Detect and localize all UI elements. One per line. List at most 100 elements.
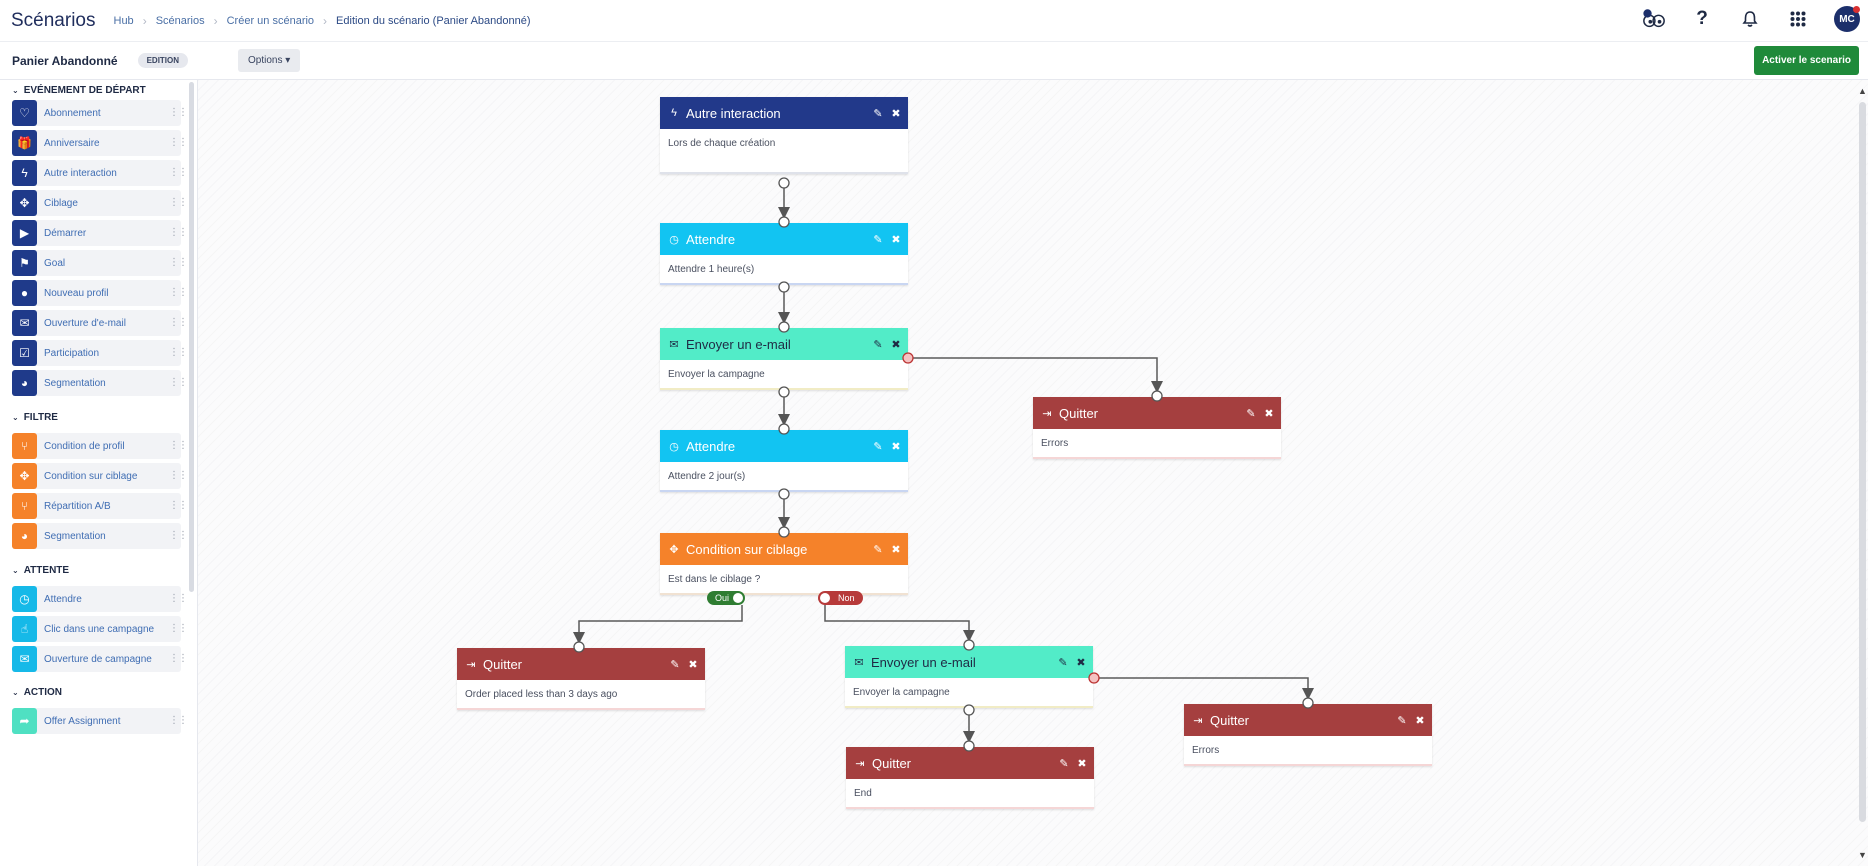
- section-header-2[interactable]: ⌄ATTENTE: [12, 560, 69, 580]
- connector-port[interactable]: [778, 386, 790, 398]
- node-header[interactable]: ◷Attendre✎✖: [660, 430, 908, 462]
- breadcrumb-hub[interactable]: Hub: [113, 14, 134, 27]
- pencil-icon[interactable]: ✎: [670, 658, 680, 671]
- close-icon[interactable]: ✖: [891, 543, 901, 556]
- bell-icon[interactable]: [1738, 7, 1762, 31]
- drag-handle-icon[interactable]: ⋮⋮: [169, 197, 188, 208]
- connector-port[interactable]: [1302, 697, 1314, 709]
- connector-port[interactable]: [778, 281, 790, 293]
- close-icon[interactable]: ✖: [891, 233, 901, 246]
- close-icon[interactable]: ✖: [1076, 656, 1086, 669]
- help-icon[interactable]: ?: [1696, 8, 1708, 29]
- sidebar-item[interactable]: ☑Participation⋮⋮: [12, 340, 188, 366]
- close-icon[interactable]: ✖: [891, 107, 901, 120]
- drag-handle-icon[interactable]: ⋮⋮: [169, 347, 188, 358]
- scroll-down-icon[interactable]: ▼: [1858, 850, 1867, 860]
- drag-handle-icon[interactable]: ⋮⋮: [169, 287, 188, 298]
- node-header[interactable]: ◷Attendre✎✖: [660, 223, 908, 255]
- connector-port[interactable]: [778, 321, 790, 333]
- sidebar-item[interactable]: ✥Ciblage⋮⋮: [12, 190, 188, 216]
- eyes-icon[interactable]: [1642, 7, 1666, 31]
- sidebar-item[interactable]: ➦Offer Assignment⋮⋮: [12, 708, 188, 734]
- sidebar-item[interactable]: ✉Ouverture de campagne⋮⋮: [12, 646, 188, 672]
- drag-handle-icon[interactable]: ⋮⋮: [169, 715, 188, 726]
- pencil-icon[interactable]: ✎: [873, 543, 883, 556]
- sidebar-item[interactable]: ⚑Goal⋮⋮: [12, 250, 188, 276]
- drag-handle-icon[interactable]: ⋮⋮: [169, 107, 188, 118]
- pencil-icon[interactable]: ✎: [1058, 656, 1068, 669]
- flow-node-exit[interactable]: ⇥Quitter✎✖Errors: [1184, 704, 1432, 766]
- flow-node-wait[interactable]: ◷Attendre✎✖Attendre 1 heure(s): [660, 223, 908, 285]
- breadcrumb-scenarios[interactable]: Scénarios: [155, 14, 205, 27]
- connector-port[interactable]: [1151, 390, 1163, 402]
- connector-port[interactable]: [963, 704, 975, 716]
- connector-port[interactable]: [573, 641, 585, 653]
- pencil-icon[interactable]: ✎: [873, 107, 883, 120]
- drag-handle-icon[interactable]: ⋮⋮: [169, 623, 188, 634]
- canvas-scrollbar[interactable]: [1859, 102, 1866, 822]
- pencil-icon[interactable]: ✎: [1397, 714, 1407, 727]
- sidebar-item[interactable]: ⑂Condition de profil⋮⋮: [12, 433, 188, 459]
- node-header[interactable]: ✥Condition sur ciblage✎✖: [660, 533, 908, 565]
- sidebar-scrollbar[interactable]: [189, 82, 194, 592]
- connector-port[interactable]: [778, 423, 790, 435]
- node-header[interactable]: ✉Envoyer un e-mail✎✖: [845, 646, 1093, 678]
- connector-port[interactable]: [778, 177, 790, 189]
- sidebar-item[interactable]: ♡Abonnement⋮⋮: [12, 100, 188, 126]
- connector-port[interactable]: [778, 216, 790, 228]
- pencil-icon[interactable]: ✎: [873, 440, 883, 453]
- connector-port[interactable]: [778, 526, 790, 538]
- sidebar-item[interactable]: ◕Segmentation⋮⋮: [12, 370, 188, 396]
- pencil-icon[interactable]: ✎: [1059, 757, 1069, 770]
- node-header[interactable]: ⇥Quitter✎✖: [846, 747, 1094, 779]
- pencil-icon[interactable]: ✎: [1246, 407, 1256, 420]
- drag-handle-icon[interactable]: ⋮⋮: [169, 317, 188, 328]
- section-header-0[interactable]: ⌄EVÉNEMENT DE DÉPART: [12, 80, 146, 100]
- section-header-1[interactable]: ⌄FILTRE: [12, 407, 58, 427]
- close-icon[interactable]: ✖: [1415, 714, 1425, 727]
- drag-handle-icon[interactable]: ⋮⋮: [169, 137, 188, 148]
- node-header[interactable]: ⇥Quitter✎✖: [457, 648, 705, 680]
- close-icon[interactable]: ✖: [891, 338, 901, 351]
- close-icon[interactable]: ✖: [688, 658, 698, 671]
- flow-node-wait[interactable]: ◷Attendre✎✖Attendre 2 jour(s): [660, 430, 908, 492]
- close-icon[interactable]: ✖: [1077, 757, 1087, 770]
- section-header-3[interactable]: ⌄ACTION: [12, 682, 62, 702]
- connector-port[interactable]: [733, 593, 744, 603]
- app-title[interactable]: Scénarios: [11, 9, 96, 31]
- flow-node-exit[interactable]: ⇥Quitter✎✖Order placed less than 3 days …: [457, 648, 705, 710]
- close-icon[interactable]: ✖: [891, 440, 901, 453]
- activate-scenario-button[interactable]: Activer le scenario: [1754, 46, 1859, 75]
- sidebar-item[interactable]: ◕Segmentation⋮⋮: [12, 523, 188, 549]
- flow-node-filter[interactable]: ✥Condition sur ciblage✎✖Est dans le cibl…: [660, 533, 908, 595]
- pencil-icon[interactable]: ✎: [873, 338, 883, 351]
- drag-handle-icon[interactable]: ⋮⋮: [169, 377, 188, 388]
- connector-port[interactable]: [963, 639, 975, 651]
- sidebar-item[interactable]: ✥Condition sur ciblage⋮⋮: [12, 463, 188, 489]
- sidebar-item[interactable]: ●Nouveau profil⋮⋮: [12, 280, 188, 306]
- breadcrumb-create[interactable]: Créer un scénario: [226, 14, 315, 27]
- connector-port[interactable]: [820, 593, 830, 603]
- sidebar-item[interactable]: ⑂Répartition A/B⋮⋮: [12, 493, 188, 519]
- sidebar-item[interactable]: 🎁Anniversaire⋮⋮: [12, 130, 188, 156]
- connector-port[interactable]: [902, 352, 914, 364]
- drag-handle-icon[interactable]: ⋮⋮: [169, 440, 188, 451]
- pencil-icon[interactable]: ✎: [873, 233, 883, 246]
- scroll-up-icon[interactable]: ▲: [1858, 86, 1867, 96]
- drag-handle-icon[interactable]: ⋮⋮: [169, 470, 188, 481]
- sidebar-item[interactable]: ☝Clic dans une campagne⋮⋮: [12, 616, 188, 642]
- drag-handle-icon[interactable]: ⋮⋮: [169, 500, 188, 511]
- avatar[interactable]: MC: [1834, 6, 1860, 32]
- drag-handle-icon[interactable]: ⋮⋮: [169, 530, 188, 541]
- options-button[interactable]: Options ▾: [238, 49, 301, 72]
- branch-yes-pill[interactable]: Oui: [707, 591, 746, 605]
- connector-port[interactable]: [963, 740, 975, 752]
- apps-grid-icon[interactable]: [1786, 7, 1810, 31]
- connector-port[interactable]: [1088, 672, 1100, 684]
- sidebar-item[interactable]: ✉Ouverture d'e-mail⋮⋮: [12, 310, 188, 336]
- drag-handle-icon[interactable]: ⋮⋮: [169, 593, 188, 604]
